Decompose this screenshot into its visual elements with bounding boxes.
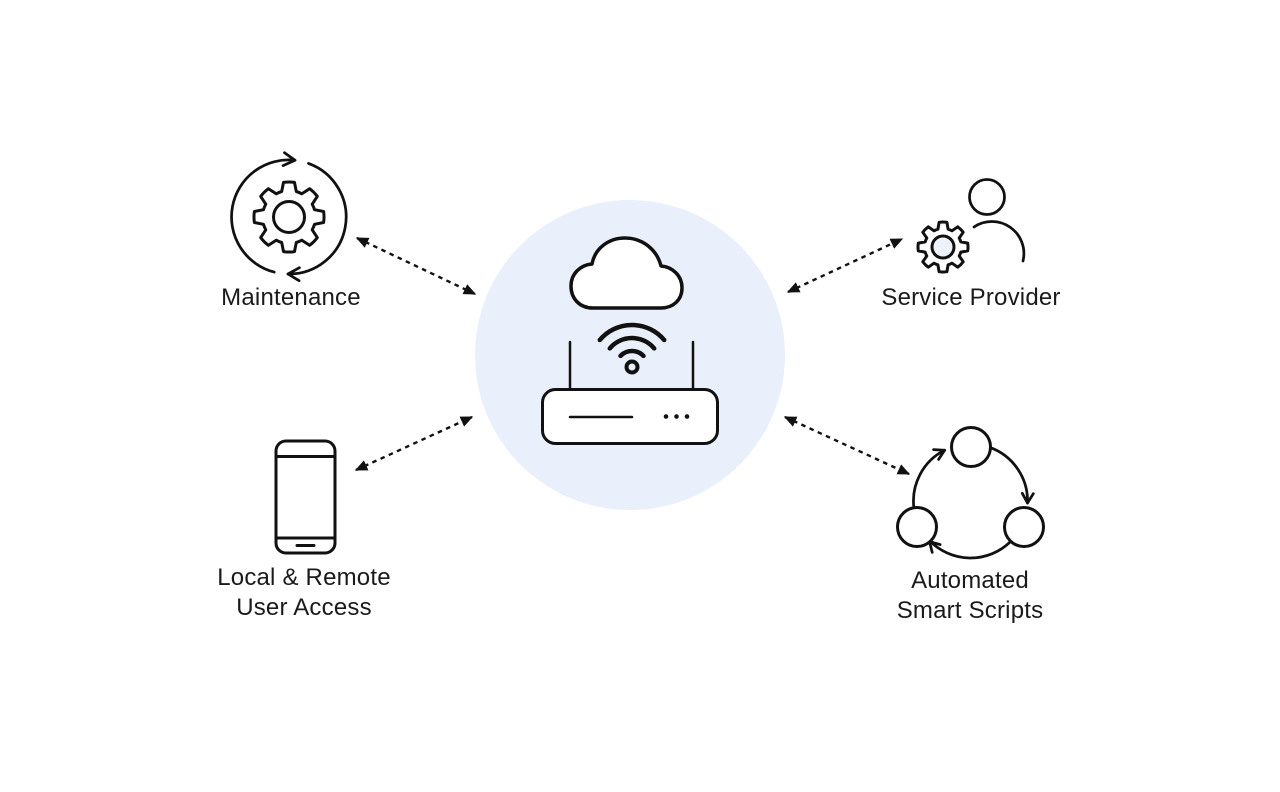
maintenance-label: Maintenance — [151, 283, 431, 313]
service-provider-label: Service Provider — [831, 283, 1111, 313]
user-access-label: Local & Remote User Access — [164, 563, 444, 623]
smart-scripts-label-line2: Smart Scripts — [896, 597, 1044, 624]
connector-user-access — [354, 415, 474, 472]
connector-service-provider — [786, 237, 904, 294]
service-provider-user-gear-icon — [916, 178, 1026, 274]
connector-maintenance — [355, 236, 477, 296]
maintenance-gear-cycle-icon — [230, 151, 348, 283]
user-access-label-line2: User Access — [236, 594, 372, 621]
maintenance-label-text: Maintenance — [221, 284, 361, 311]
smartphone-icon — [274, 439, 337, 555]
smart-scripts-label: Automated Smart Scripts — [830, 566, 1110, 626]
smart-scripts-label-line1: Automated — [911, 567, 1029, 594]
user-access-label-line1: Local & Remote — [217, 564, 391, 591]
service-provider-label-text: Service Provider — [881, 284, 1061, 311]
connector-smart-scripts — [783, 415, 911, 476]
automated-scripts-cycle-icon — [896, 426, 1045, 560]
cloud-wifi-router-icon — [541, 236, 719, 445]
